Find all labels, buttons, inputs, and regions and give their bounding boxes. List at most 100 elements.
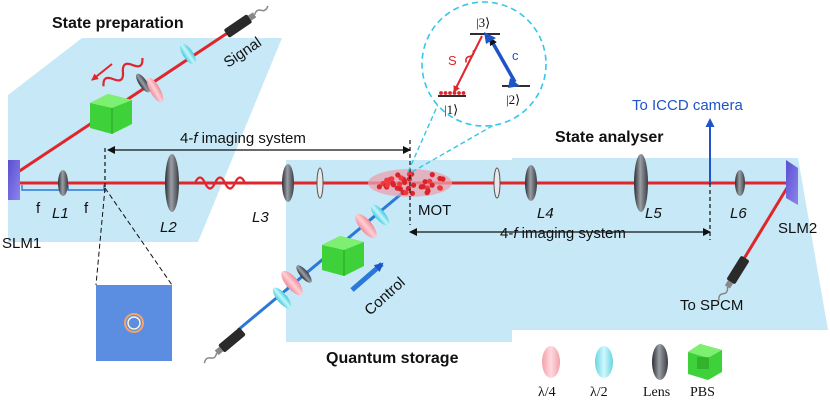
mot-atoms (376, 171, 446, 196)
signal-transition (453, 35, 483, 93)
mot-atom (437, 185, 443, 191)
signal-transition-wave (465, 50, 475, 63)
hwp-control-top (370, 204, 390, 226)
quarter-wave-plate-icon (542, 346, 560, 378)
mot-atom (402, 179, 408, 185)
lens-icon (652, 344, 668, 380)
mot-atom (389, 176, 395, 182)
waveplate-a (316, 167, 324, 199)
level-s-label: S (448, 53, 457, 68)
mot-atom (376, 184, 382, 190)
slm2 (786, 160, 798, 205)
signal-photon-main (193, 176, 247, 190)
mot-atom (418, 184, 424, 190)
mot-atom (397, 186, 403, 192)
level-zoom-left (407, 99, 441, 173)
level-diagram-circle (421, 1, 547, 127)
control-arrow (350, 262, 384, 292)
legend-item-pbs-label: PBS (690, 385, 715, 400)
mot-atom (437, 175, 443, 182)
qwp-control-top (355, 213, 377, 239)
mot-atom (390, 181, 396, 187)
mot-atom (422, 179, 428, 185)
level-zoom-right (411, 109, 521, 173)
lens-l4 (525, 165, 537, 201)
control-fiber-coupler (203, 327, 246, 364)
l2-label: L2 (160, 219, 177, 236)
slm1-label: SLM1 (2, 235, 41, 252)
legend-item-hwp-label: λ/2 (590, 385, 608, 400)
state-preparation-title: State preparation (52, 15, 184, 32)
lens-l1 (58, 170, 68, 196)
spcm-beam (740, 182, 792, 263)
waveplate-b (493, 167, 501, 199)
zoom-line-right (104, 187, 173, 286)
l5-label: L5 (645, 205, 662, 222)
quantum-storage-title: Quantum storage (326, 350, 459, 367)
l1-label: L1 (52, 205, 69, 222)
lens-l6 (735, 170, 745, 196)
lens-l3 (282, 164, 294, 202)
l3-label: L3 (252, 209, 269, 226)
state-analyser-panel (512, 158, 828, 330)
mot-label: MOT (418, 202, 451, 219)
quantum-storage-panel (286, 160, 512, 342)
lens-control (296, 265, 312, 283)
ground-state-atom (448, 91, 452, 95)
mot-atom (429, 172, 435, 178)
control-transition-head (484, 32, 496, 44)
mot-atom (406, 171, 413, 177)
legend: λ/4 λ/2 Lens PBS (538, 344, 722, 400)
control-transition-tail (508, 78, 520, 88)
ground-state-atom (461, 91, 466, 95)
level-3-label: |3⟩ (476, 15, 490, 30)
mot-atom (384, 182, 390, 188)
ground-state-atom (452, 91, 457, 95)
inset-pattern (96, 285, 172, 361)
mot-atom (397, 181, 403, 187)
legend-item-lens-label: Lens (643, 385, 670, 400)
level-2-label: |2⟩ (506, 92, 520, 107)
ground-state-atom (457, 91, 461, 95)
mot-atom (425, 188, 431, 194)
l6-label: L6 (730, 205, 747, 222)
mot-atom (395, 172, 401, 178)
legend-item-qwp-label: λ/4 (538, 385, 556, 400)
state-preparation-panel (8, 38, 282, 242)
mot-atom (403, 190, 409, 196)
signal-photon-arrow (91, 63, 113, 81)
qwp-prep (146, 77, 164, 103)
ground-state-atom (443, 91, 448, 95)
mot-atom (411, 182, 417, 188)
spcm-fiber-coupler (718, 256, 749, 301)
zoom-line-left (95, 187, 106, 286)
level-c-label: c (512, 48, 519, 63)
inset-ring-inner (127, 316, 141, 330)
l4-label: L4 (537, 205, 554, 222)
iccd-label: To ICCD camera (632, 97, 744, 114)
imaging-top-label: 4-f imaging system (180, 130, 306, 147)
qwp-control-bottom (281, 270, 303, 296)
pbs-prep (90, 94, 132, 134)
half-wave-plate-icon (595, 346, 613, 378)
inset-ring-outer (124, 313, 144, 333)
spcm-label: To SPCM (680, 297, 743, 314)
f-right-label: f (84, 200, 89, 217)
slm2-label: SLM2 (778, 220, 817, 237)
slm1 (8, 160, 20, 200)
mot-atom (427, 178, 433, 184)
control-transition (488, 37, 517, 83)
hwp-control-bottom (272, 287, 292, 309)
lens-prep (136, 73, 150, 93)
imaging-bottom-label: 4-f imaging system (500, 225, 626, 242)
signal-fiber-coupler (224, 5, 269, 38)
ground-state-atom (439, 91, 443, 95)
pbs-cube-icon (688, 344, 722, 380)
pbs-control (322, 236, 364, 276)
f-brace-right (67, 185, 105, 191)
lens-l2 (165, 154, 179, 212)
mot-atom (429, 182, 435, 188)
ground-state-population (439, 91, 466, 95)
state-analyser-title: State analyser (555, 129, 664, 146)
